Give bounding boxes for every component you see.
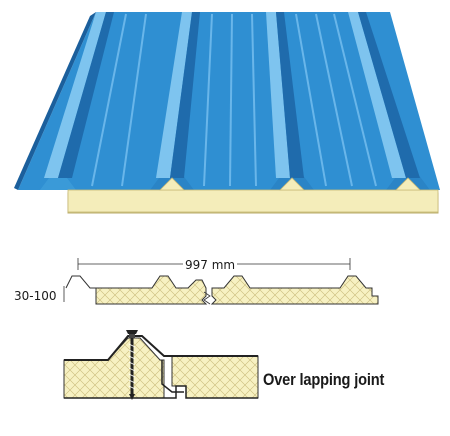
joint-bottom-skin <box>64 385 258 399</box>
section-left-half <box>95 275 208 305</box>
foam-front-face <box>67 189 439 213</box>
joint-top-skin <box>64 335 258 361</box>
cross-section-profile <box>63 258 379 305</box>
steel-sheet-surface <box>18 12 440 190</box>
panel-width-label: 997 mm <box>183 258 238 272</box>
micro-ribs <box>91 13 377 187</box>
left-overlap-edge <box>14 12 96 190</box>
section-top-skin <box>65 275 96 289</box>
fastener-screw-icon <box>126 330 138 400</box>
section-right-half <box>210 275 379 305</box>
panel-3d-view <box>14 12 440 214</box>
joint-right-core <box>171 355 259 399</box>
joint-left-core <box>63 337 165 399</box>
thickness-label: 30-100 <box>14 289 57 303</box>
break-symbol <box>203 291 211 305</box>
joint-overlap-fold <box>161 360 184 393</box>
overlap-joint-detail <box>63 330 259 400</box>
rib-stripes <box>44 12 420 178</box>
joint-caption: Over lapping joint <box>263 370 385 389</box>
